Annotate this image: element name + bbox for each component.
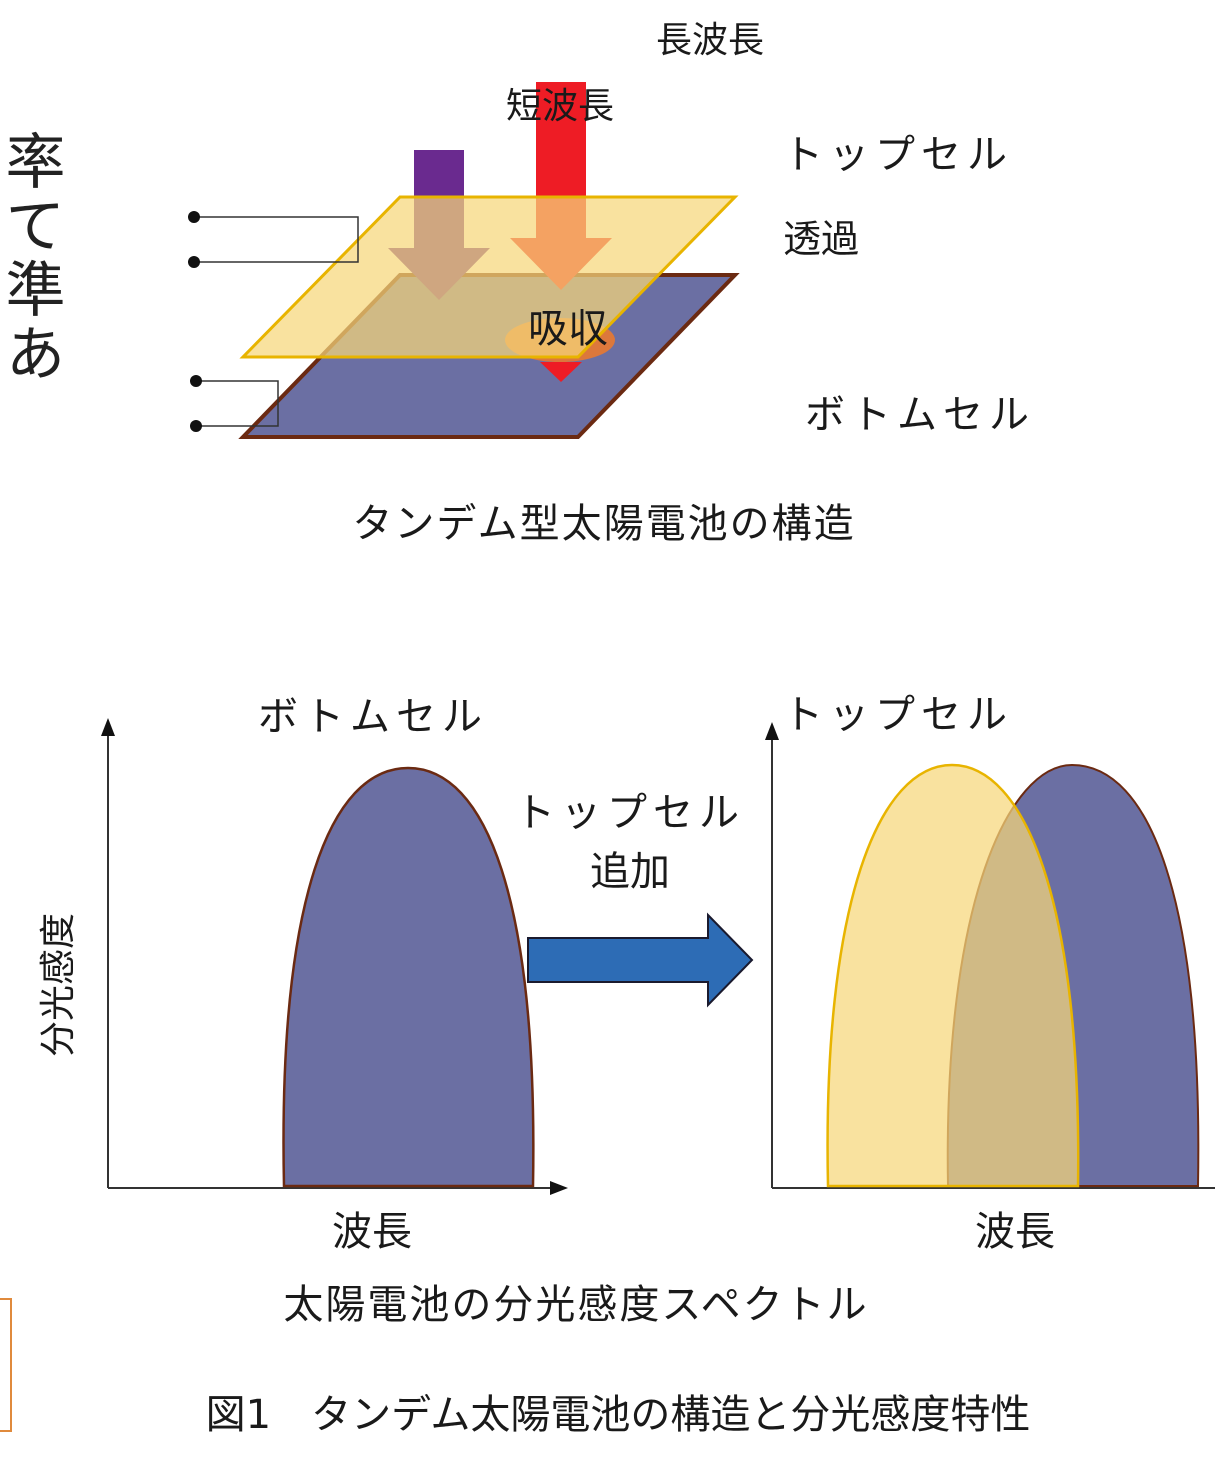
left-chart-title: ボトムセル: [258, 694, 488, 740]
spectrum-tandem: トップセル 波長: [765, 692, 1215, 1255]
right-chart-title: トップセル: [783, 692, 1013, 738]
left-x-axis-label: 波長: [332, 1209, 412, 1255]
long-wave-label: 長波長: [656, 20, 764, 61]
top-cell-response-curve: [826, 763, 1080, 1188]
add-arrow-label-line1: トップセル: [515, 790, 745, 836]
terminal-dot: [188, 256, 200, 268]
cropped-orange-frame: [0, 1298, 12, 1432]
y-axis-arrowhead: [765, 722, 779, 740]
add-arrow-label-line2: 追加: [590, 849, 670, 895]
spectrum-caption: 太陽電池の分光感度スペクトル: [283, 1282, 868, 1328]
bottom-cell-response-curve: [282, 766, 535, 1188]
spectrum-bottom-cell: ボトムセル 分光感度 波長: [38, 694, 568, 1255]
add-top-cell-arrow: トップセル 追加: [515, 790, 754, 1008]
figure-caption: 図1 タンデム太陽電池の構造と分光感度特性: [206, 1392, 1031, 1438]
cropped-side-text: 率て準あ: [0, 130, 65, 386]
terminal-dot: [190, 375, 202, 387]
terminal-dot: [188, 211, 200, 223]
right-x-axis-label: 波長: [975, 1209, 1055, 1255]
top-cell-plate: [239, 195, 739, 359]
terminal-dot: [190, 420, 202, 432]
x-axis-arrowhead: [550, 1181, 568, 1195]
transmit-label: 透過: [783, 217, 859, 261]
short-wave-label: 短波長: [506, 86, 614, 127]
bottom-cell-label: ボトムセル: [805, 392, 1035, 438]
add-arrow-shape: [527, 912, 754, 1008]
tandem-structure-diagram: 長波長 短波長 トップセル 透過 吸収 ボトムセル タンデム型太陽電池の構造: [188, 20, 1035, 547]
top-cell-terminals: [194, 216, 359, 263]
y-axis-label: 分光感度: [38, 913, 79, 1057]
structure-caption: タンデム型太陽電池の構造: [352, 501, 855, 547]
absorb-label: 吸収: [528, 306, 608, 352]
top-cell-label: トップセル: [783, 132, 1013, 178]
short-wave-arrow-tip: [540, 362, 582, 382]
y-axis-arrowhead: [101, 718, 115, 736]
bottom-cell-terminals: [196, 380, 279, 427]
